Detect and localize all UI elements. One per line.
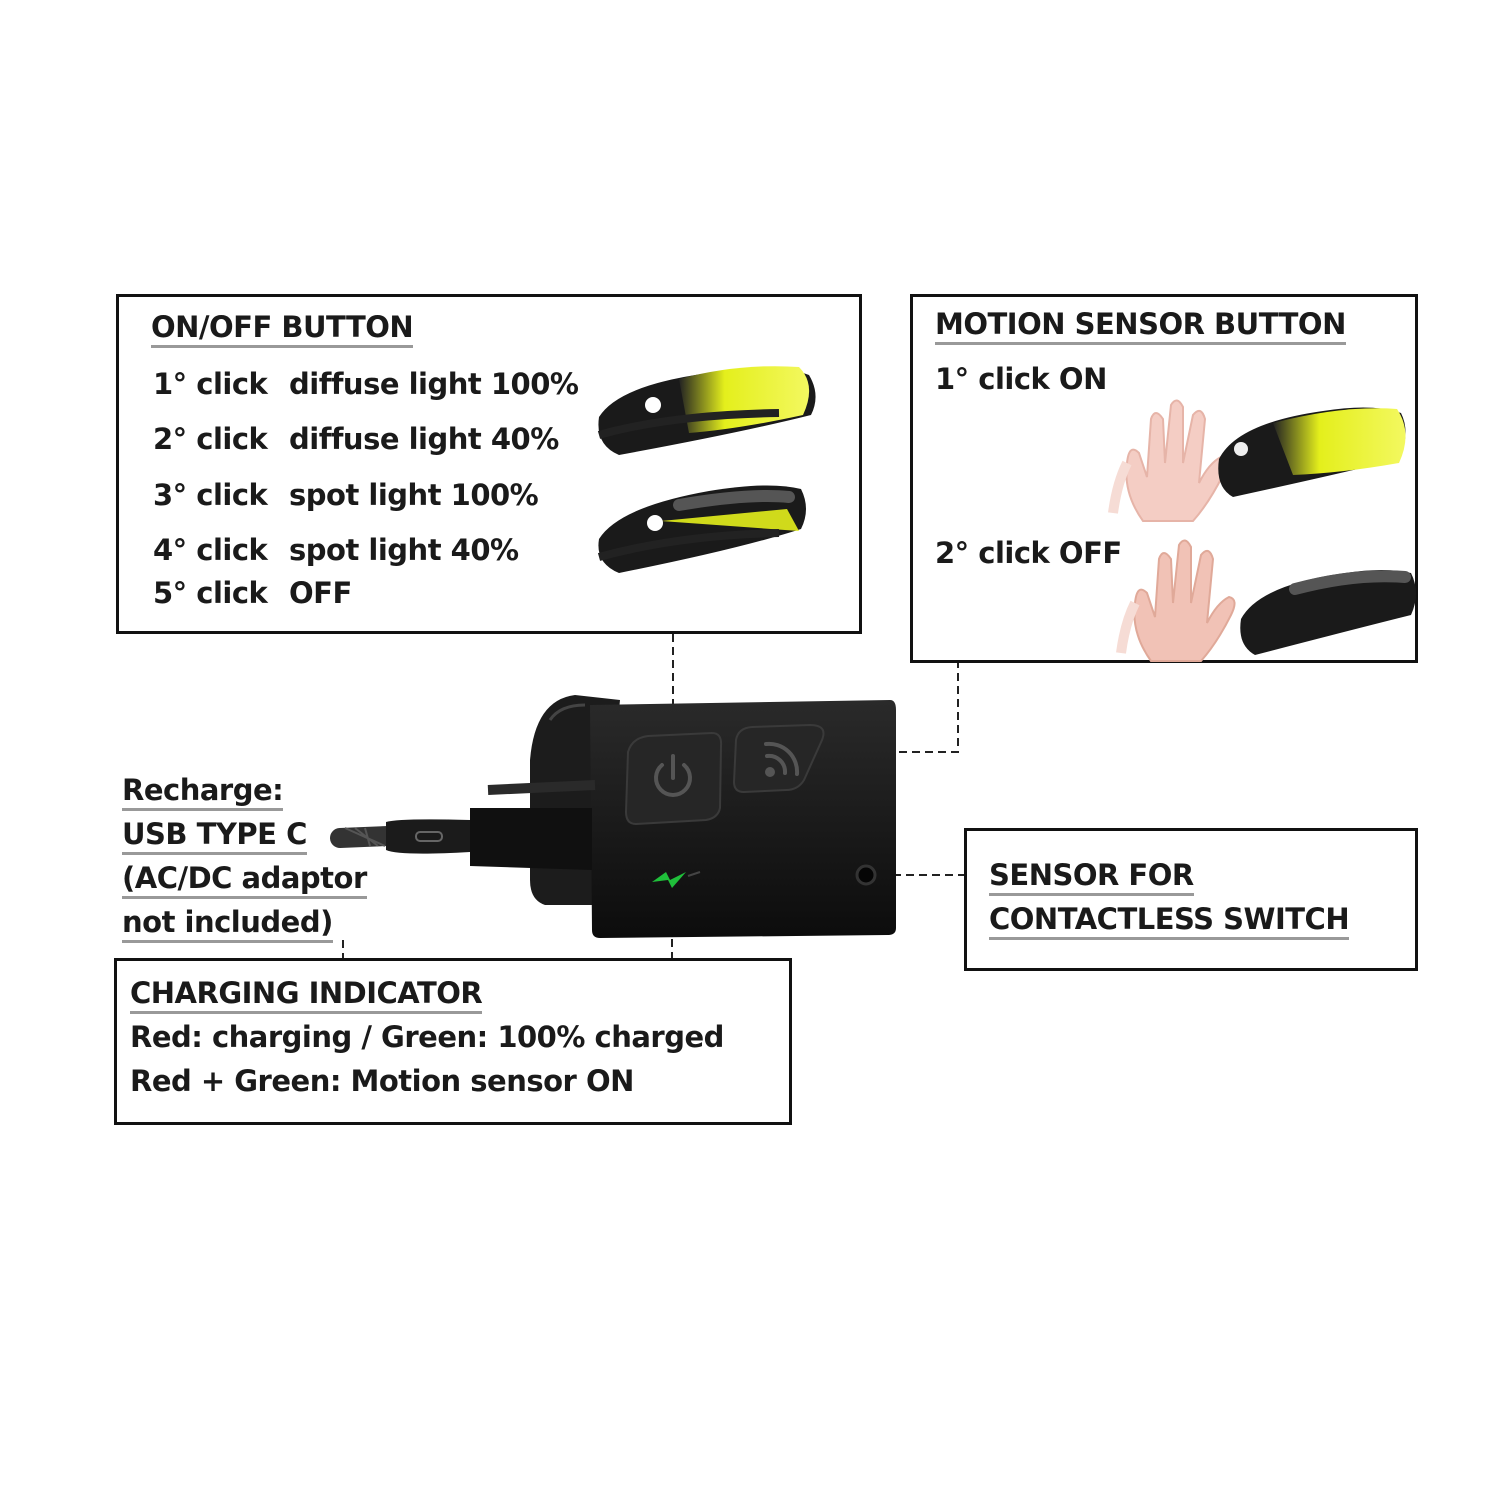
motion-sensor-box: MOTION SENSOR BUTTON 1° click ON 2° clic…	[910, 294, 1418, 663]
usb-type-label: USB TYPE C	[122, 817, 307, 856]
recharge-label: Recharge:	[122, 773, 284, 812]
charging-led-icon	[652, 871, 701, 888]
sensor-box: SENSOR FOR CONTACTLESS SWITCH	[964, 828, 1418, 971]
adaptor-note-2: not included)	[122, 905, 333, 944]
sensor-line-2: CONTACTLESS SWITCH	[989, 902, 1350, 941]
sensor-line-1: SENSOR FOR	[989, 858, 1194, 897]
hand-icon	[1116, 539, 1236, 662]
charging-line-1: Red: charging / Green: 100% charged	[130, 1020, 724, 1054]
charging-title: CHARGING INDICATOR	[130, 976, 483, 1015]
headlamp-icon	[597, 485, 806, 573]
motion-off-label: 2° click OFF	[935, 536, 1122, 570]
wireless-signal-icon	[764, 741, 800, 777]
usb-cable	[330, 780, 596, 870]
power-icon	[654, 754, 692, 797]
charging-indicator-box: CHARGING INDICATOR Red: charging / Green…	[114, 958, 792, 1125]
motion-title: MOTION SENSOR BUTTON	[935, 307, 1346, 346]
on-off-title: ON/OFF BUTTON	[151, 310, 414, 349]
motion-on-label: 1° click ON	[935, 362, 1107, 396]
charging-line-2: Red + Green: Motion sensor ON	[130, 1064, 634, 1098]
contactless-sensor	[855, 864, 877, 886]
headlamp-icon	[1218, 407, 1406, 497]
adaptor-note: (AC/DC adaptor	[122, 861, 367, 900]
headlamp-icon	[1240, 570, 1416, 655]
headlamp-icon	[597, 366, 816, 455]
